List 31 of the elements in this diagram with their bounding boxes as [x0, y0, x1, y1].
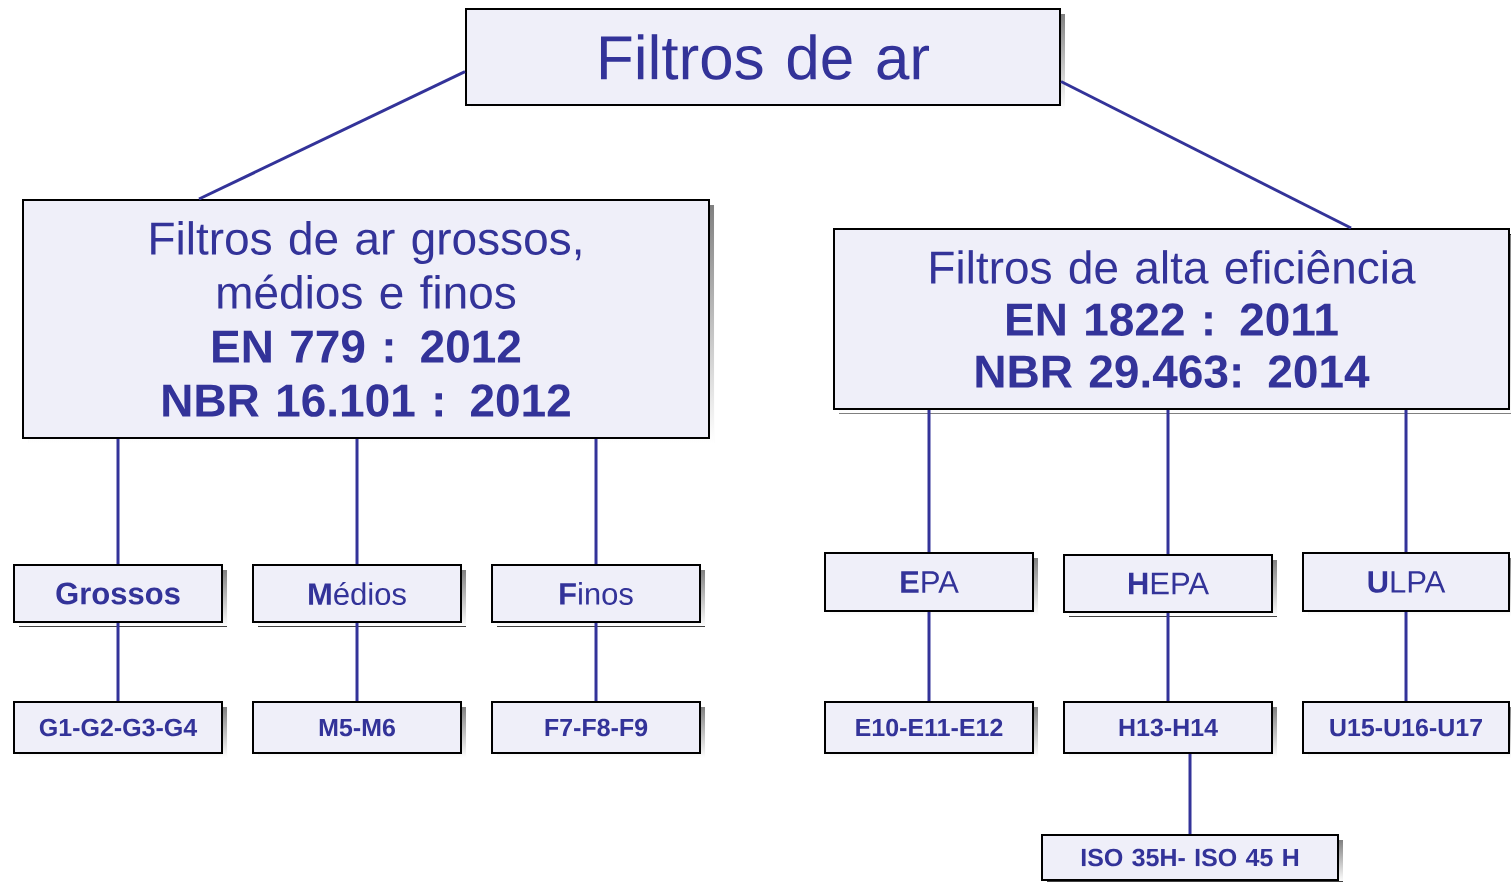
connector-line	[1166, 410, 1170, 554]
class-box: EPA	[824, 552, 1038, 616]
grade-box: H13-H14	[1063, 701, 1277, 758]
connector-line	[1404, 612, 1408, 701]
grade-box: U15-U16-U17	[1302, 701, 1511, 758]
connector-line	[116, 623, 120, 701]
connector-line	[355, 439, 359, 564]
connector-line	[927, 612, 931, 701]
class-box: HEPA	[1063, 554, 1277, 617]
class-box: ULPA	[1302, 552, 1511, 616]
grade-box: G1-G2-G3-G4	[13, 701, 227, 758]
connector-line	[927, 410, 931, 552]
connector-line	[198, 70, 466, 201]
grade-box: F7-F8-F9	[491, 701, 705, 758]
connector-line	[594, 439, 598, 564]
connector-line	[1188, 754, 1192, 834]
grade-box: M5-M6	[252, 701, 466, 758]
class-box: Finos	[491, 564, 705, 627]
standard-box: ISO 35H- ISO 45 H	[1041, 834, 1343, 882]
connector-line	[1404, 410, 1408, 552]
connector-line	[1060, 80, 1352, 230]
connector-line	[355, 623, 359, 701]
grade-box: E10-E11-E12	[824, 701, 1038, 758]
title-box: Filtros de ar	[465, 8, 1065, 110]
connector-line	[594, 623, 598, 701]
class-box: Médios	[252, 564, 466, 627]
class-box: Grossos	[13, 564, 227, 627]
category-box: Filtros de ar grossos, médios e finos EN 779 : 2012 NBR 16.101 : 2012	[22, 199, 714, 443]
category-box: Filtros de alta eficiência EN 1822 : 2011 NBR 29.463: 2014	[833, 228, 1511, 414]
connector-line	[1166, 613, 1170, 701]
connector-line	[116, 439, 120, 564]
